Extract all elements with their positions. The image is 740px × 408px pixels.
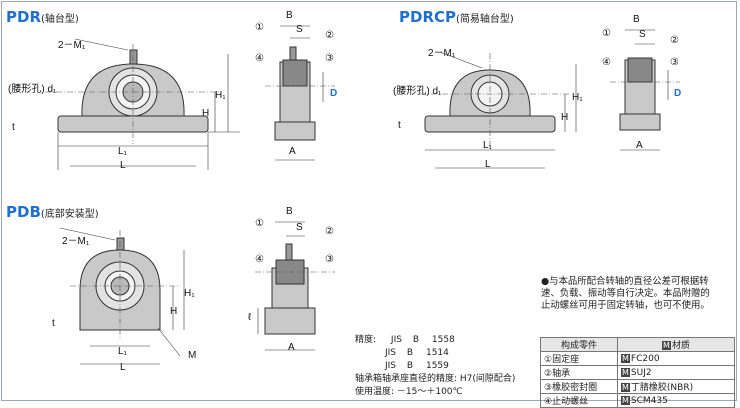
pdrcp-title: PDRCP(简易轴台型) xyxy=(399,8,514,26)
pdrcp-side-view xyxy=(610,29,680,151)
pdrcp-h1-label: H₁ xyxy=(572,92,583,103)
pdb-callout-3: ③ xyxy=(325,254,334,265)
pdb-h-label: H xyxy=(170,306,178,317)
pdb-s-label: S xyxy=(296,222,303,233)
pdr-callout-3: ③ xyxy=(325,53,334,64)
pdr-m1-label: 2－M₁ xyxy=(58,40,86,51)
spec-line-3: JIS B 1559 xyxy=(385,361,449,371)
pdrcp-callout-4: ④ xyxy=(602,57,611,68)
pdb-b-label: B xyxy=(286,206,293,217)
pdb-h1-label: H₁ xyxy=(184,288,195,299)
pdrcp-callout-2: ② xyxy=(670,35,679,46)
pdr-side-view xyxy=(265,25,335,161)
usage-note: ●与本品所配合转轴的直径公差可根据转速、负载、振动等自行决定。本品附赠的止动螺丝… xyxy=(541,276,710,311)
pdrcp-d-label: D xyxy=(674,88,682,99)
pdr-h1-label: H₁ xyxy=(215,90,226,101)
pdb-side-view xyxy=(255,221,335,351)
pdr-front-view xyxy=(45,38,240,170)
pdr-b-label: B xyxy=(286,10,293,21)
pdr-callout-2: ② xyxy=(325,30,334,41)
pdr-title: PDR(轴台型) xyxy=(6,8,79,26)
page-frame xyxy=(1,1,737,401)
pdr-d-label: D xyxy=(330,88,338,99)
pdb-t-label: t xyxy=(52,318,55,329)
pdr-h-label: H xyxy=(202,108,210,119)
pdr-callout-4: ④ xyxy=(255,53,264,64)
pdr-l1-label: L₁ xyxy=(118,146,127,157)
pdrcp-b-label: B xyxy=(633,14,640,25)
pdrcp-s-label: S xyxy=(639,29,646,40)
pdb-m1-label: 2－M₁ xyxy=(62,236,90,247)
pdrcp-l1-label: L₁ xyxy=(483,140,492,151)
pdrcp-t-label: t xyxy=(398,120,401,131)
spec-line-2: JIS B 1514 xyxy=(385,348,449,358)
pdrcp-callout-1: ① xyxy=(602,28,611,39)
pdrcp-front-view xyxy=(420,51,577,169)
pdb-a-label: A xyxy=(288,342,295,353)
pdb-l-small-label: ℓ xyxy=(248,312,252,323)
pdrcp-h-label: H xyxy=(561,112,569,123)
pdb-l-label: L xyxy=(120,362,126,373)
pdb-callout-1: ① xyxy=(255,218,264,229)
pdr-t-label: t xyxy=(12,122,15,133)
spec-temp: 使用温度: －15～＋100℃ xyxy=(355,387,463,397)
pdr-l-label: L xyxy=(120,160,126,171)
pdb-callout-2: ② xyxy=(325,226,334,237)
spec-block: 精度: JIS B 1558 JIS B 1514 JIS B 1559 轴承箱… xyxy=(355,334,515,399)
pdrcp-slot-label: (腰形孔) d₁ xyxy=(393,86,442,97)
pdr-slot-label: (腰形孔) d₁ xyxy=(8,84,57,95)
pdr-a-label: A xyxy=(289,146,296,157)
pdrcp-l-label: L xyxy=(485,159,491,170)
spec-line-1: 精度: JIS B 1558 xyxy=(355,335,455,345)
pdrcp-callout-3: ③ xyxy=(670,57,679,68)
pdrcp-a-label: A xyxy=(636,140,643,151)
pdb-l1-label: L₁ xyxy=(118,346,127,357)
pdr-s-label: S xyxy=(296,24,303,35)
pdr-callout-1: ① xyxy=(255,22,264,33)
pdb-callout-4: ④ xyxy=(255,254,264,265)
pdb-m-label: M xyxy=(188,350,197,361)
pdrcp-m1-label: 2－M₁ xyxy=(428,48,456,59)
spec-fit: 轴承箱轴承座直径的精度: H7(间隙配合) xyxy=(355,374,516,384)
header-part: 构成零件 xyxy=(540,337,618,352)
pdb-title: PDB(底部安装型) xyxy=(6,203,99,221)
pdb-front-view xyxy=(59,227,185,365)
